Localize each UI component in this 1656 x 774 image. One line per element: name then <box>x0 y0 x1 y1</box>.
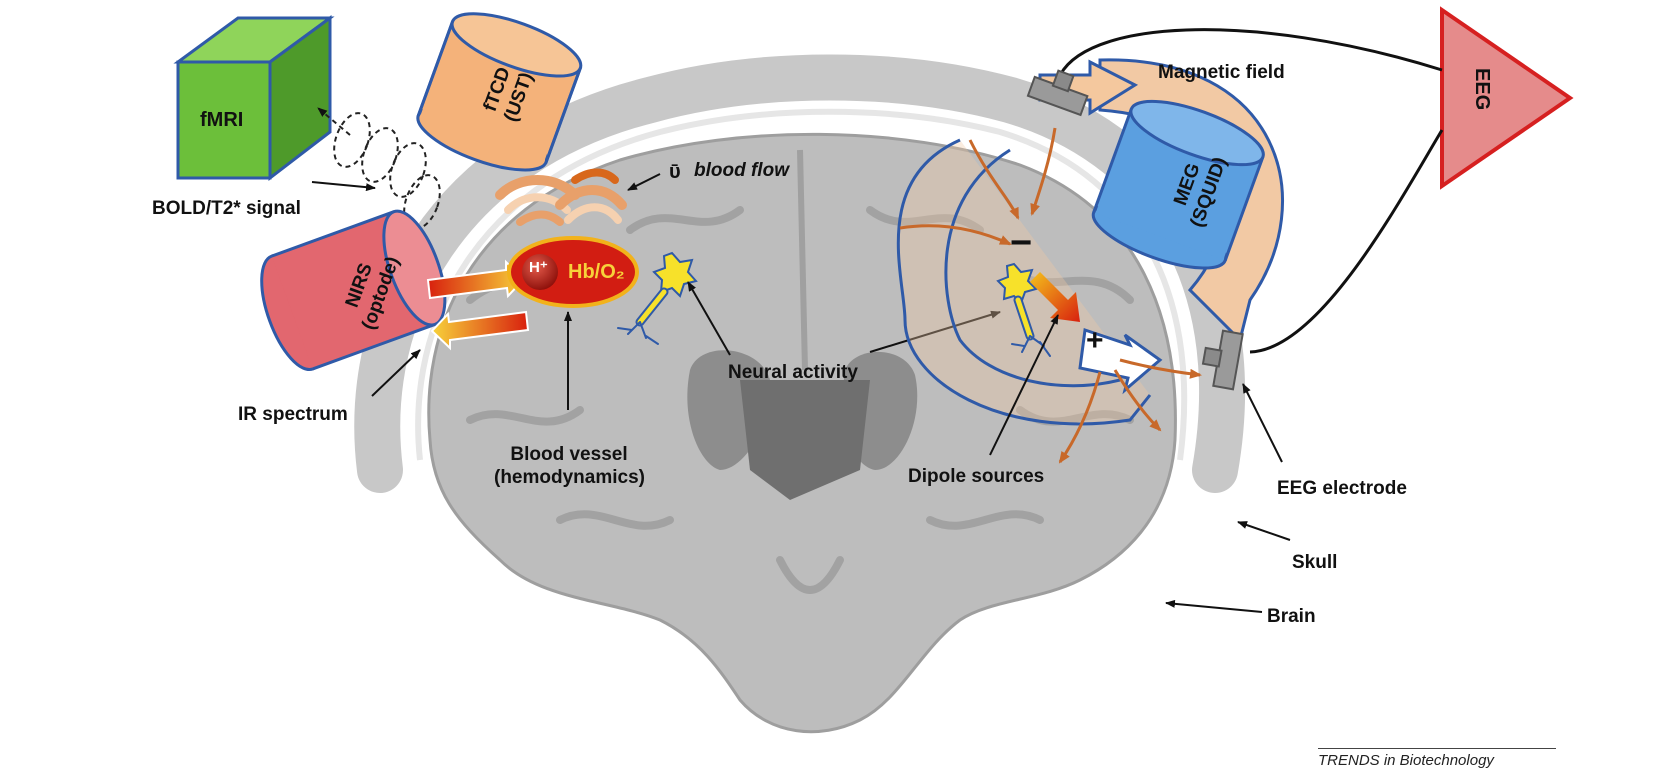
dipole-arrow <box>1030 272 1080 322</box>
ir-spectrum-arrow <box>371 349 421 397</box>
bold-signal-label: BOLD/T2* signal <box>152 198 301 219</box>
blood-flow-label: blood flow <box>694 160 789 181</box>
meg-cylinder <box>1091 99 1265 270</box>
eeg-wire-bottom <box>1249 129 1444 354</box>
footer-rule <box>1318 748 1556 749</box>
ir-spectrum-label: IR spectrum <box>238 404 348 425</box>
blood-flow-arrow <box>627 173 661 191</box>
neuron-dipole <box>996 262 1051 357</box>
fmri-label: fMRI <box>200 109 244 131</box>
eeg-label: EEG <box>1471 68 1493 111</box>
brain-pointer <box>1165 599 1263 613</box>
neural-activity-label: Neural activity <box>728 362 858 383</box>
skull-inner-line <box>415 108 1188 461</box>
h-ion-label: H⁺ <box>529 259 548 276</box>
neural-activity-arrow-right <box>869 310 1001 353</box>
skull-pointer <box>1237 521 1291 541</box>
brain-midline <box>797 149 808 371</box>
dipole-sources-label: Dipole sources <box>908 466 1045 487</box>
orange-field-arrows <box>899 127 1202 464</box>
blood-vessel-label: Blood vessel <box>510 444 628 465</box>
h-ion-ball <box>522 254 558 290</box>
ftcd-cylinder <box>416 12 583 172</box>
magnetic-field-loop-inner <box>944 148 1121 388</box>
blood-vessel-label-group: Blood vessel (hemodynamics) <box>494 444 645 490</box>
neural-activity-arrow-left <box>687 281 731 356</box>
magnetic-field-label: Magnetic field <box>1158 62 1285 83</box>
ir-arrows <box>426 259 530 351</box>
blood-flow-symbol: ῡ <box>669 161 681 183</box>
dipole-sources-arrow <box>989 314 1059 456</box>
neuron-left <box>617 251 698 345</box>
blood-flow-waves <box>495 168 627 226</box>
brain-center <box>740 380 870 500</box>
plus-sign: + <box>1086 324 1104 357</box>
brain-label: Brain <box>1267 606 1316 627</box>
eeg-electrode-right <box>1201 329 1244 391</box>
bold-arrow <box>311 181 376 192</box>
footer-label: TRENDS in Biotechnology <box>1318 752 1494 769</box>
minus-sign: − <box>1010 222 1033 264</box>
nirs-cylinder <box>260 209 447 372</box>
hb-o2-label: Hb/O₂ <box>568 261 625 283</box>
eeg-electrode-top <box>1026 69 1089 117</box>
bold-dashed-arrow <box>317 107 351 136</box>
eeg-wire-top <box>1056 28 1443 81</box>
blood-vessel-sub-label: (hemodynamics) <box>494 466 645 488</box>
fmri-cube-front <box>176 60 272 180</box>
eeg-triangle <box>1440 6 1574 190</box>
skull-label: Skull <box>1292 552 1338 573</box>
eeg-electrode-label: EEG electrode <box>1277 478 1407 499</box>
bold-rings <box>333 112 441 230</box>
eeg-electrode-pointer <box>1242 383 1283 463</box>
